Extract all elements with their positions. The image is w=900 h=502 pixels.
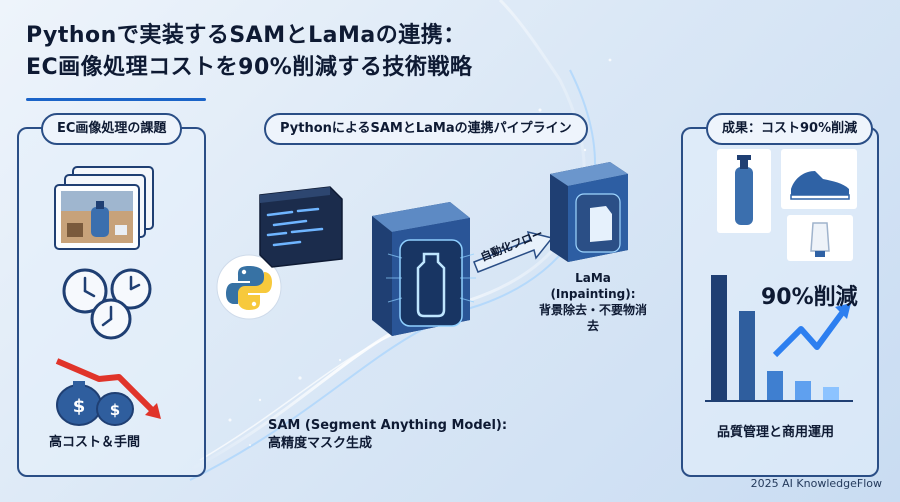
money-bags-icon: $ $ [55, 358, 161, 426]
challenges-header: EC画像処理の課題 [41, 113, 183, 145]
page-title: Pythonで実装するSAMとLaMaの連携： EC画像処理コストを90%削減す… [26, 20, 626, 84]
clock-icon [62, 268, 152, 340]
svg-text:$: $ [73, 396, 86, 417]
cost-reduction-bars-icon [705, 275, 853, 402]
tube-product-icon [787, 215, 853, 261]
sam-label-line-2: 高精度マスク生成 [268, 436, 373, 451]
sam-label-line-1: SAM (Segment Anything Model): [268, 418, 508, 433]
bottle-product-icon [717, 149, 771, 233]
challenges-panel: $ $ 高コスト＆手間 [17, 127, 206, 477]
title-line-2: EC画像処理コストを90%削減する技術戦略 [26, 55, 473, 80]
results-panel: 90%削減 品質管理と商用運用 [681, 127, 879, 477]
title-line-1: Pythonで実装するSAMとLaMaの連携： [26, 23, 466, 48]
sam-cube-icon [372, 202, 476, 336]
reduction-text: 90%削減 [761, 285, 858, 310]
shoe-product-icon [781, 149, 857, 209]
svg-text:$: $ [110, 401, 120, 419]
title-underline [26, 98, 206, 101]
pipeline-header: PythonによるSAMとLaMaの連携パイプライン [264, 113, 588, 145]
results-header: 成果：コスト90%削減 [706, 113, 874, 145]
challenges-caption: 高コスト＆手間 [49, 435, 141, 450]
python-logo-icon [216, 254, 282, 320]
code-editor-icon [259, 186, 343, 268]
lama-label: LaMa (Inpainting): 背景除去・不要物消去 [538, 271, 647, 333]
sam-label: SAM (Segment Anything Model): 高精度マスク生成 [268, 417, 507, 453]
photo-stack-icon [54, 166, 154, 250]
lama-cube-icon [550, 162, 628, 262]
results-caption: 品質管理と商用運用 [717, 425, 835, 440]
flow-arrow-icon [473, 230, 554, 273]
copyright-footer: 2025 AI KnowledgeFlow [750, 477, 882, 490]
